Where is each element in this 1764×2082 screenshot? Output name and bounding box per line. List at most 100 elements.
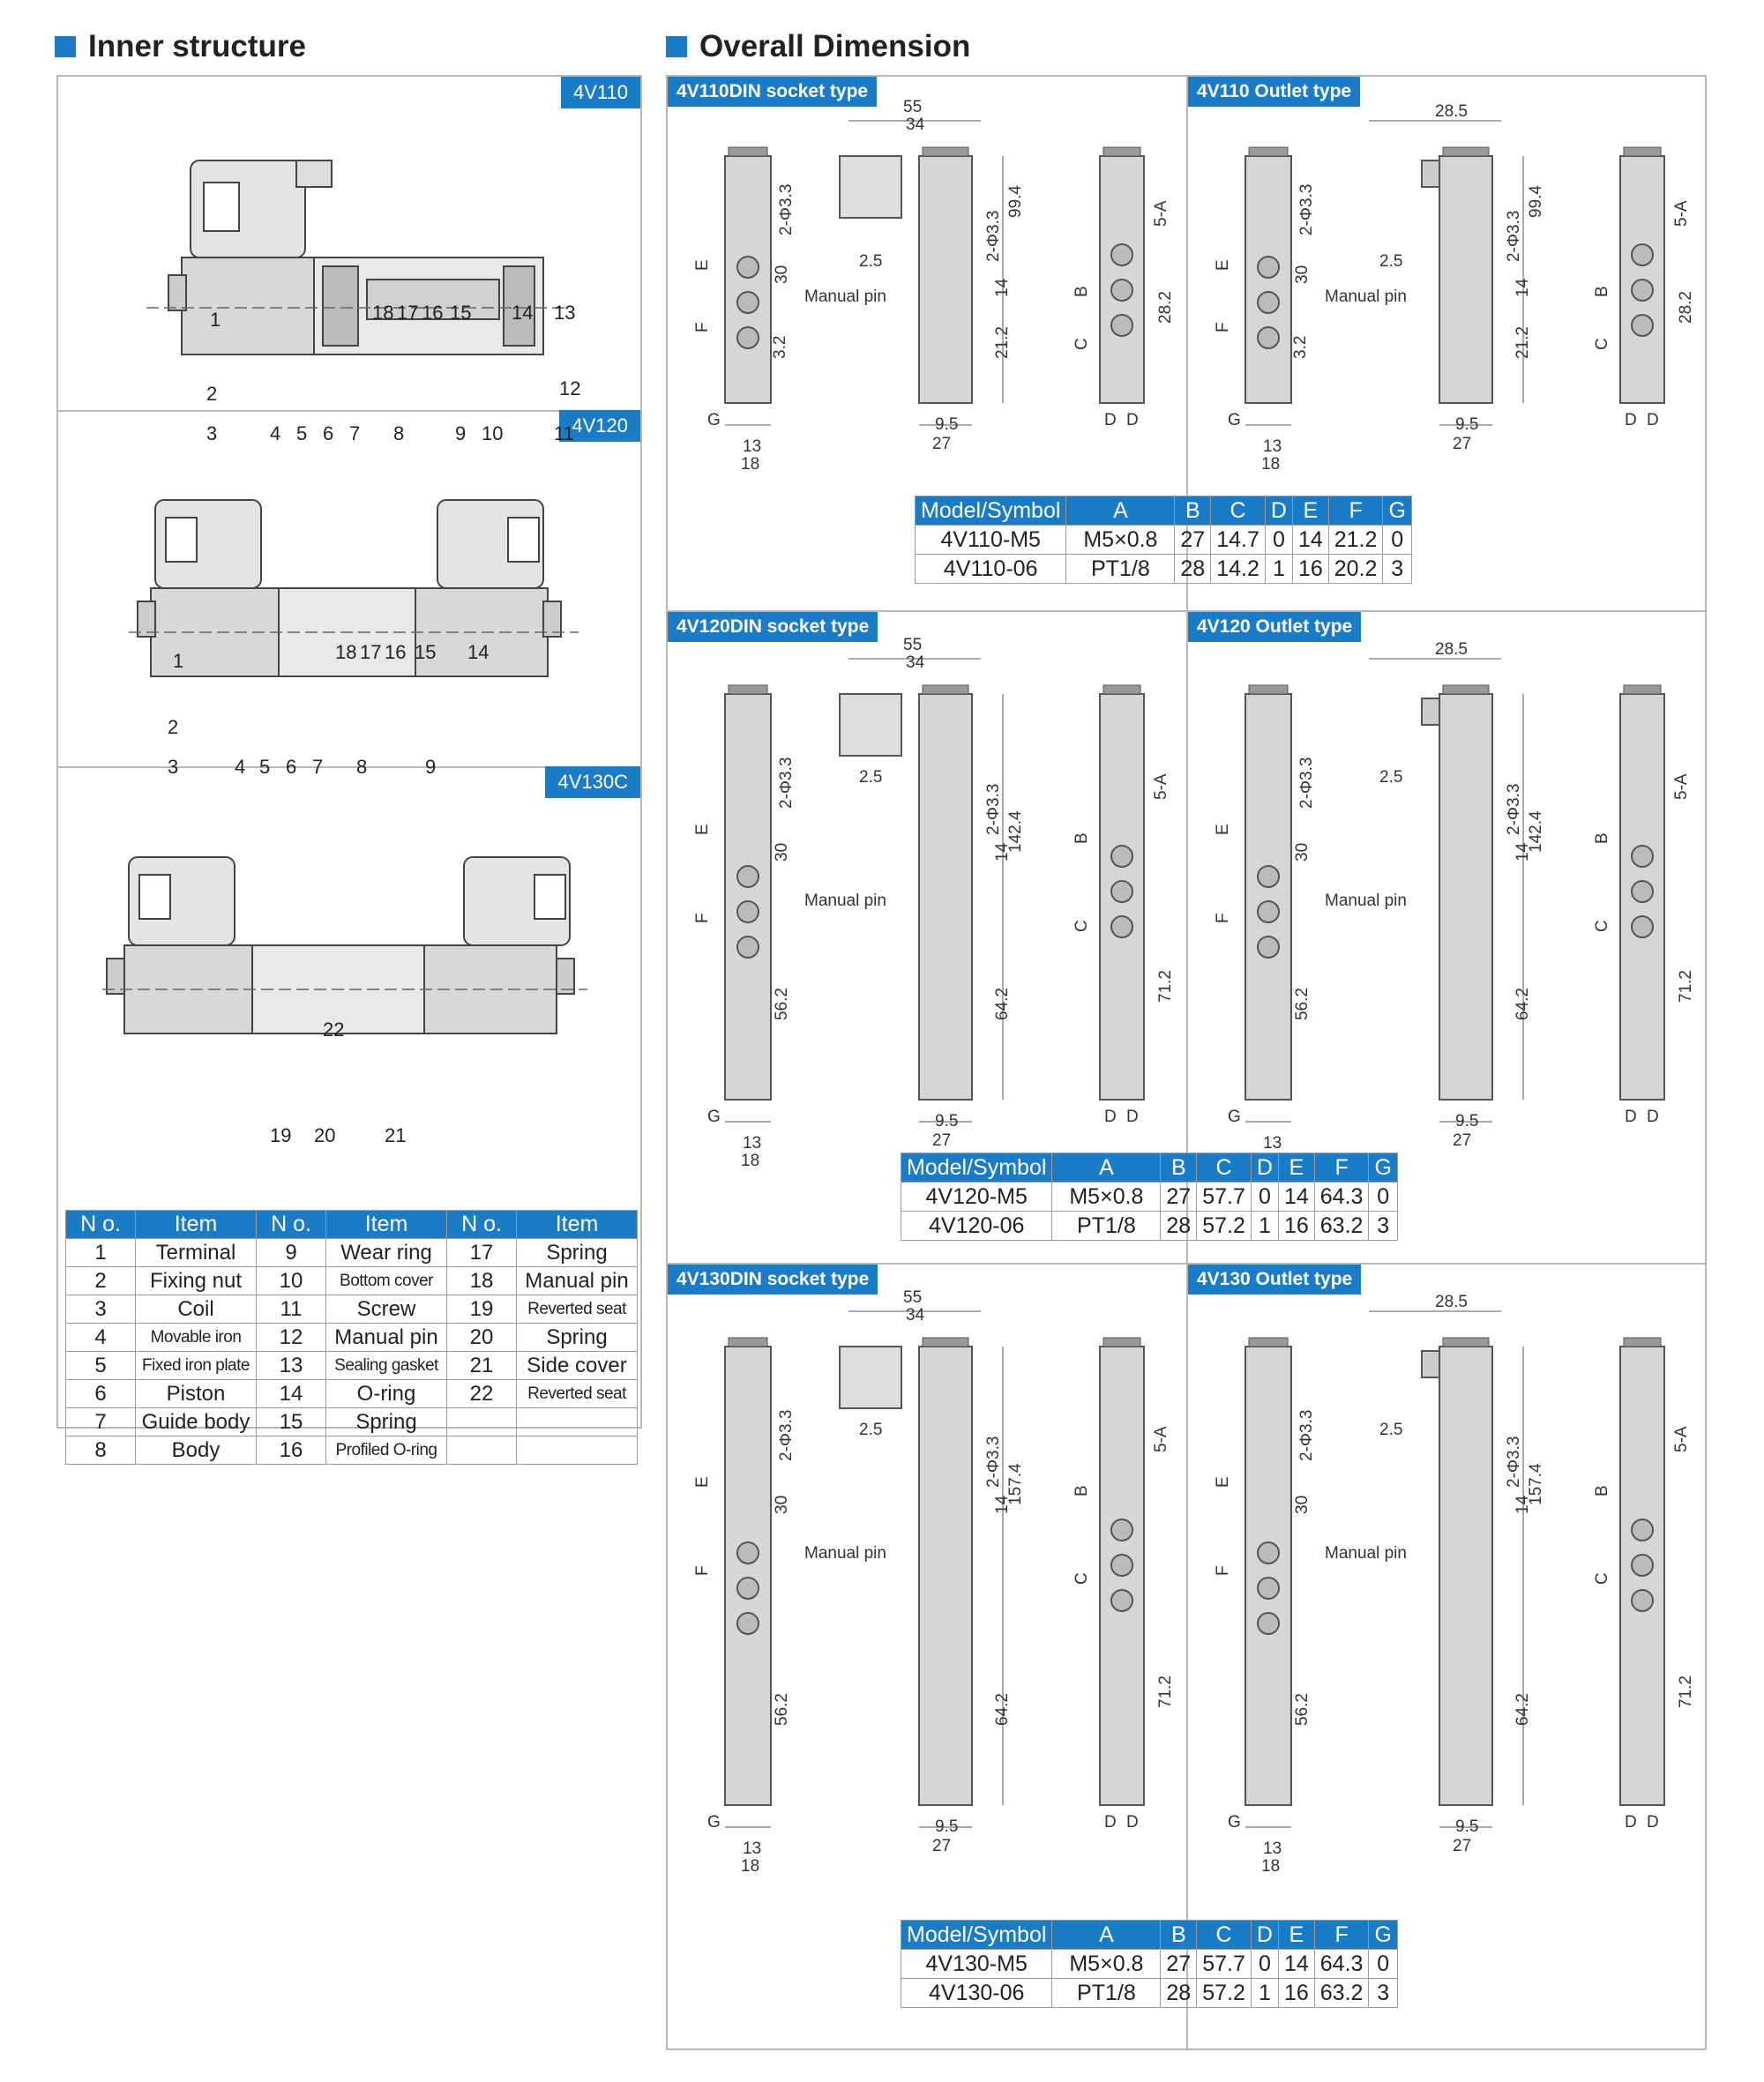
heading-square-icon [55,36,76,57]
table-cell: 3 [1368,1211,1398,1241]
tag-4v110-outlet: 4V110 Outlet type [1188,77,1361,107]
valve-body-shape [918,155,973,404]
table-cell: 3 [1368,1978,1398,2008]
valve-body-shape [724,693,772,1101]
dimension-label: B [1073,832,1091,844]
port-shape [736,936,759,959]
dimension-label: D [1104,1108,1117,1126]
table-cell: 57.2 [1196,1211,1252,1241]
valve-body-shape [1099,693,1145,1101]
port-shape [1257,256,1280,279]
callout-label: 5 [296,422,308,444]
column-header: G [1382,496,1412,526]
valve-body-shape [1439,1346,1493,1806]
port-shape [1110,845,1133,868]
table-row: 6 Piston 14 O-ring 22 Reverted seat [65,1379,638,1408]
dimension-label: 142.4 [1006,810,1025,853]
table-cell: Manual pin [325,1323,447,1352]
table-cell: 18 [446,1266,517,1295]
table-cell: 9 [256,1238,326,1267]
items-table: N o. Item N o. Item N o. Item 1 Terminal… [65,1210,638,1465]
table-cell: O-ring [325,1379,447,1408]
dimension-label: 34 [906,1306,925,1325]
table-cell: Fixing nut [135,1266,257,1295]
dimension-label: E [1214,1476,1232,1488]
dimension-label: 9.5 [1455,1112,1478,1131]
tag-4v120-din: 4V120DIN socket type [668,612,878,642]
port-shape [736,865,759,888]
callout-label: 19 [270,1124,292,1146]
dimension-label: 21.2 [1514,326,1532,359]
column-header: A [1051,1920,1162,1950]
table-cell: 16 [256,1436,326,1465]
callout-label: 8 [393,422,405,444]
dimension-label: C [1593,338,1611,350]
dimension-label: F [693,1565,712,1576]
table-cell: Spring [516,1323,638,1352]
table-cell: 0 [1368,1949,1398,1979]
port-shape [1257,1612,1280,1635]
port-shape [736,1577,759,1600]
table-cell: 14 [1277,1182,1315,1212]
table-row: 4V120-06 PT1/8 28 57.2 1 16 63.2 3 [900,1211,1398,1241]
dimension-label: 142.4 [1527,810,1545,853]
port-shape [1631,880,1654,903]
column-header: B [1160,1920,1198,1950]
table-cell: 14.2 [1210,554,1266,584]
dimension-label: 2.5 [859,252,882,271]
dimension-label: 9.5 [1455,415,1478,434]
dimension-label: 27 [1453,1837,1471,1855]
table-cell: 1 [65,1238,136,1267]
table-cell: 13 [256,1351,326,1380]
inner-drawing-4v120 [129,499,579,677]
table-cell: 0 [1382,525,1412,555]
overall-dimension-panel: 4V110DIN socket type 4V110 Outlet type 4… [666,75,1707,2050]
dimension-label: 99.4 [1527,185,1545,218]
callout-label: 2 [206,383,218,405]
dimension-label: 2-Φ3.3 [777,184,796,235]
table-cell: 16 [1291,554,1329,584]
dimension-label: Manual pin [804,1544,886,1563]
table-row: 4V110-M5 M5×0.8 27 14.7 0 14 21.2 0 [914,525,1412,555]
spec-table-4v110: Model/Symbol A B C D E F G 4V110-M5 M5×0… [914,496,1412,584]
table-cell: 57.7 [1196,1949,1252,1979]
dimension-label: 18 [741,455,759,474]
callout-label: 15 [450,302,472,324]
heading-square-icon [666,36,687,57]
callout-label: 3 [206,422,218,444]
dimension-label: Manual pin [1325,1544,1407,1563]
column-header: C [1196,1920,1252,1950]
table-cell: 4V110-M5 [914,525,1067,555]
dimension-label: 9.5 [935,1112,958,1131]
table-cell: 57.7 [1196,1182,1252,1212]
valve-cap-shape [1248,146,1289,157]
port-shape [1110,279,1133,302]
table-cell: 0 [1368,1182,1398,1212]
column-header: E [1277,1153,1315,1183]
dimension-label: 28.5 [1435,1293,1468,1311]
table-cell: 27 [1160,1182,1198,1212]
table-cell: 4V120-M5 [900,1182,1053,1212]
table-cell: 7 [65,1407,136,1437]
column-header: C [1196,1153,1252,1183]
dimension-label: 18 [741,1152,759,1170]
table-cell: Terminal [135,1238,257,1267]
port-shape [1110,915,1133,938]
valve-cap-shape [1442,684,1490,695]
column-header: A [1051,1153,1162,1183]
dimension-label: 13 [1263,437,1282,456]
spec-table-4v120: Model/Symbol A B C D E F G 4V120-M5 M5×0… [900,1153,1398,1241]
port-shape [1257,1577,1280,1600]
dimension-label: 13 [743,1839,761,1858]
callout-label: 2 [168,716,179,738]
table-cell: Bottom cover [325,1266,447,1295]
dimension-label: 2.5 [859,768,882,787]
table-cell: PT1/8 [1051,1211,1162,1241]
callout-label: 15 [415,641,437,663]
valve-cap-shape [1442,146,1490,157]
port-shape [736,256,759,279]
valve-cap-shape [1248,684,1289,695]
dimension-label: 71.2 [1156,1675,1175,1708]
